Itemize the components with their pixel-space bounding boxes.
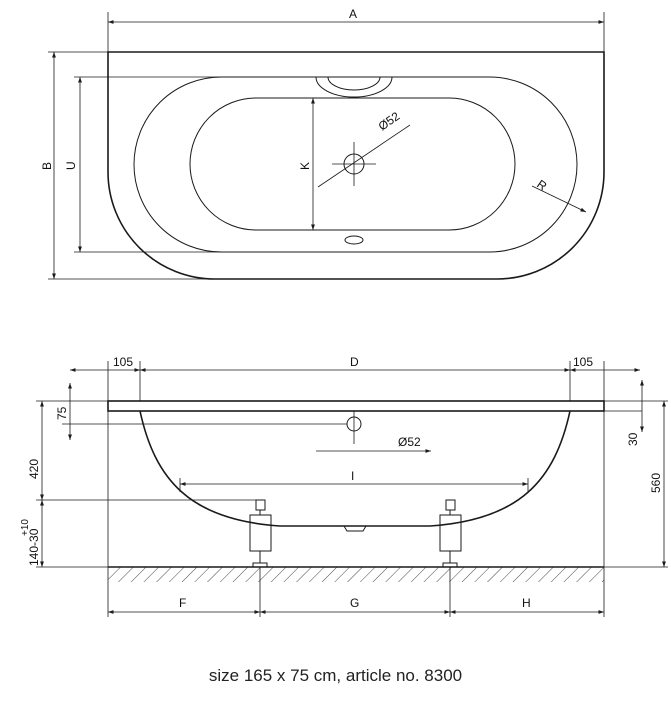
tub-inner-rim bbox=[133, 76, 578, 253]
dim-i-label: I bbox=[351, 469, 354, 483]
side-drain-diameter-label: Ø52 bbox=[398, 435, 421, 449]
tub-outer-outline bbox=[107, 51, 605, 280]
dim-f-label: F bbox=[179, 596, 186, 610]
dim-feet-adjust-label: +10 bbox=[20, 519, 31, 536]
dim-105-right-label: 105 bbox=[573, 355, 593, 369]
dim-u-label: U bbox=[64, 161, 78, 170]
dim-feet-height-label: 140-30 bbox=[27, 528, 41, 566]
floor-hatching bbox=[108, 567, 604, 582]
dim-d-label: D bbox=[350, 355, 359, 369]
tub-body bbox=[139, 410, 571, 527]
dim-h-label: H bbox=[522, 596, 531, 610]
dim-420-label: 420 bbox=[27, 459, 41, 479]
product-caption: size 165 x 75 cm, article no. 8300 bbox=[208, 666, 463, 685]
dim-30-label: 30 bbox=[626, 432, 640, 446]
dim-75-label: 75 bbox=[55, 406, 69, 420]
drain-diameter-leader bbox=[317, 124, 411, 188]
front-drain-marker bbox=[344, 235, 364, 245]
dim-105-left-label: 105 bbox=[113, 355, 133, 369]
overflow-recess bbox=[315, 76, 393, 98]
dim-r-leader bbox=[531, 185, 587, 213]
dim-a-label: A bbox=[349, 7, 357, 21]
dim-g-label: G bbox=[350, 596, 359, 610]
top-view: Ø52 A B U K R bbox=[40, 7, 605, 280]
overflow-recess-inner bbox=[327, 76, 381, 91]
dim-k-label: K bbox=[298, 162, 312, 170]
dim-r-label: R bbox=[534, 177, 549, 194]
tub-rim bbox=[107, 400, 605, 412]
side-view: Ø52 105 D 105 75 420 +10 140-30 bbox=[20, 355, 668, 617]
tub-basin bbox=[189, 97, 516, 231]
dim-560-label: 560 bbox=[649, 473, 663, 493]
foot-left bbox=[249, 499, 272, 568]
foot-right bbox=[439, 499, 462, 568]
top-drain-diameter-label: Ø52 bbox=[376, 109, 403, 134]
drain-outlet bbox=[343, 525, 367, 532]
dim-b-label: B bbox=[40, 162, 54, 170]
